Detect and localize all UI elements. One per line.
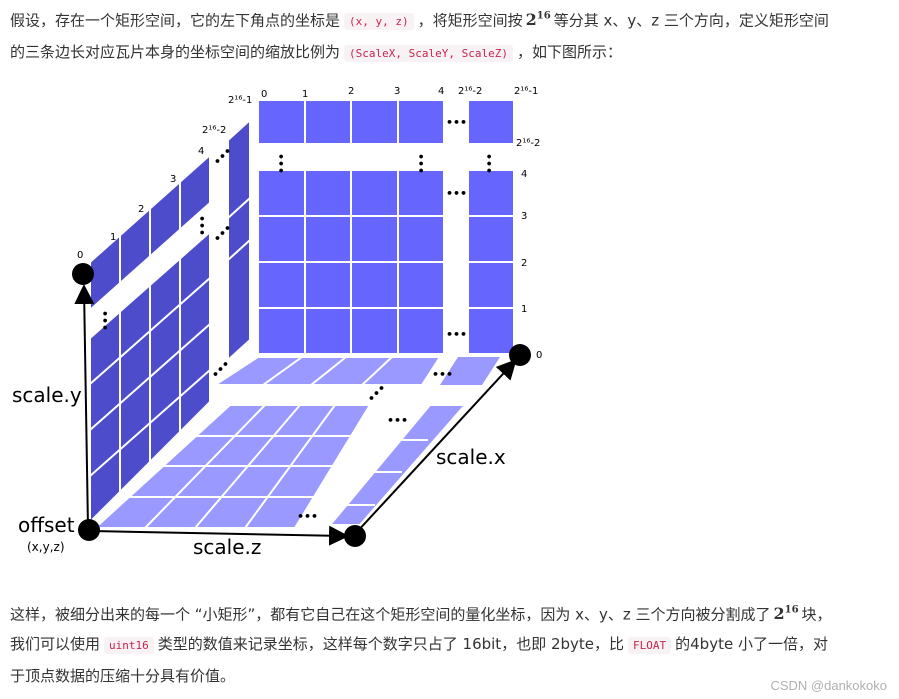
ellipsis-vert-1: ••• bbox=[274, 153, 287, 174]
top-tick: 2 bbox=[348, 86, 354, 97]
power-2-16-outro: 216 bbox=[773, 604, 798, 623]
x-axis-point bbox=[509, 344, 531, 366]
right-tick: 3 bbox=[521, 211, 527, 222]
outro-text-4: 类型的数值来记录坐标，这样每个数字只占了 16bit，也即 2byte，比 bbox=[157, 635, 625, 654]
outro-text-1: 这样，被细分出来的每一个 “小矩形”，都有它自己在这个矩形空间的量化坐标，因为 … bbox=[10, 605, 771, 624]
ellipsis-top: ••• bbox=[446, 116, 467, 129]
right-tick: 4 bbox=[521, 169, 527, 180]
code-scale: (ScaleX, ScaleY, ScaleZ) bbox=[344, 45, 513, 63]
pow-base: 2 bbox=[773, 604, 785, 624]
floor-back-corner bbox=[440, 357, 500, 385]
ellipsis-floor-back: ••• bbox=[432, 368, 453, 381]
intro-text-4: 的三条边长对应瓦片本身的坐标空间的缩放比例为 bbox=[10, 43, 341, 62]
floor-grid-line bbox=[262, 356, 303, 386]
floor-grid-line bbox=[310, 356, 347, 386]
code-xyz: (x, y, z) bbox=[344, 13, 414, 31]
power-2-16: 216 bbox=[526, 10, 551, 29]
floor-grid bbox=[92, 356, 500, 529]
ellipsis-low: ••• bbox=[446, 328, 467, 341]
code-float: FLOAT bbox=[628, 637, 672, 655]
ellipsis-vert-3: ••• bbox=[482, 153, 495, 174]
pow-base: 2 bbox=[525, 10, 537, 30]
left-wall-grid bbox=[89, 323, 211, 431]
outro-paragraph: 这样，被细分出来的每一个 “小矩形”，都有它自己在这个矩形空间的量化坐标，因为 … bbox=[10, 596, 890, 691]
y-axis-point bbox=[72, 263, 94, 285]
ellipsis-mid: ••• bbox=[446, 187, 467, 200]
scale-y-label: scale.y bbox=[12, 383, 82, 407]
ellipsis-floor-front: ••• bbox=[297, 510, 318, 523]
scale-x-label: scale.x bbox=[436, 445, 506, 469]
z-axis-point bbox=[344, 525, 366, 547]
axis-y bbox=[74, 284, 95, 529]
left-tick: 2¹⁶-1 bbox=[228, 95, 252, 106]
left-tick: 1 bbox=[110, 232, 116, 243]
left-tick: 3 bbox=[170, 174, 176, 185]
right-tick: 1 bbox=[521, 304, 527, 315]
ellipsis-vert-2: ••• bbox=[414, 153, 427, 174]
intro-text-3: 等分其 x、y、z 三个方向，定义矩形空间 bbox=[553, 11, 829, 30]
pow-exp: 16 bbox=[784, 605, 799, 616]
left-wall-grid bbox=[89, 277, 211, 385]
top-tick: 1 bbox=[302, 89, 308, 100]
back-wall-top-corner bbox=[467, 99, 515, 145]
left-wall bbox=[89, 117, 251, 525]
left-tick: 0 bbox=[77, 250, 83, 261]
right-tick: 2 bbox=[521, 258, 527, 269]
ellipsis-vert-4: ••• bbox=[195, 215, 208, 236]
left-tick: 4 bbox=[198, 146, 204, 157]
scale-z-label: scale.z bbox=[193, 535, 261, 559]
origin-point bbox=[78, 519, 100, 541]
left-wall-grid bbox=[89, 369, 211, 477]
outro-text-6: 于顶点数据的压缩十分具有价值。 bbox=[10, 667, 236, 686]
axis-z bbox=[91, 525, 349, 546]
left-tick: 2 bbox=[138, 204, 144, 215]
offset-sub-label: (x,y,z) bbox=[27, 540, 65, 554]
left-wall-back-top bbox=[227, 195, 251, 263]
axis-x bbox=[354, 359, 517, 535]
top-tick: 2¹⁶-1 bbox=[514, 86, 538, 97]
outro-text-5: 的4byte 小了一倍，对 bbox=[675, 635, 828, 654]
outro-text-3: 我们可以使用 bbox=[10, 635, 101, 654]
offset-label: offset bbox=[18, 513, 75, 537]
top-tick: 0 bbox=[261, 89, 267, 100]
outro-text-2: 块， bbox=[801, 605, 832, 624]
top-tick: 4 bbox=[438, 86, 444, 97]
left-tick: 2¹⁶-2 bbox=[202, 125, 226, 136]
intro-text-1: 假设，存在一个矩形空间，它的左下角点的坐标是 bbox=[10, 11, 341, 30]
intro-text-5: ，如下图所示： bbox=[516, 43, 622, 62]
ellipsis-vert-5: ••• bbox=[98, 310, 111, 331]
ellipsis-floor-right: ••• bbox=[387, 414, 408, 427]
pow-exp: 16 bbox=[536, 11, 551, 22]
floor-right-strip bbox=[327, 404, 468, 526]
floor-grid-line bbox=[361, 356, 393, 386]
right-tick: 0 bbox=[536, 350, 542, 361]
csdn-watermark: CSDN @dankokoko bbox=[770, 678, 887, 693]
axes bbox=[72, 263, 531, 547]
intro-text-2: ，将矩形空间按 bbox=[417, 11, 523, 30]
top-tick: 3 bbox=[394, 86, 400, 97]
back-wall bbox=[257, 99, 515, 355]
right-tick: 2¹⁶-2 bbox=[516, 138, 540, 149]
top-tick: 2¹⁶-2 bbox=[458, 86, 482, 97]
code-uint16: uint16 bbox=[104, 637, 154, 655]
